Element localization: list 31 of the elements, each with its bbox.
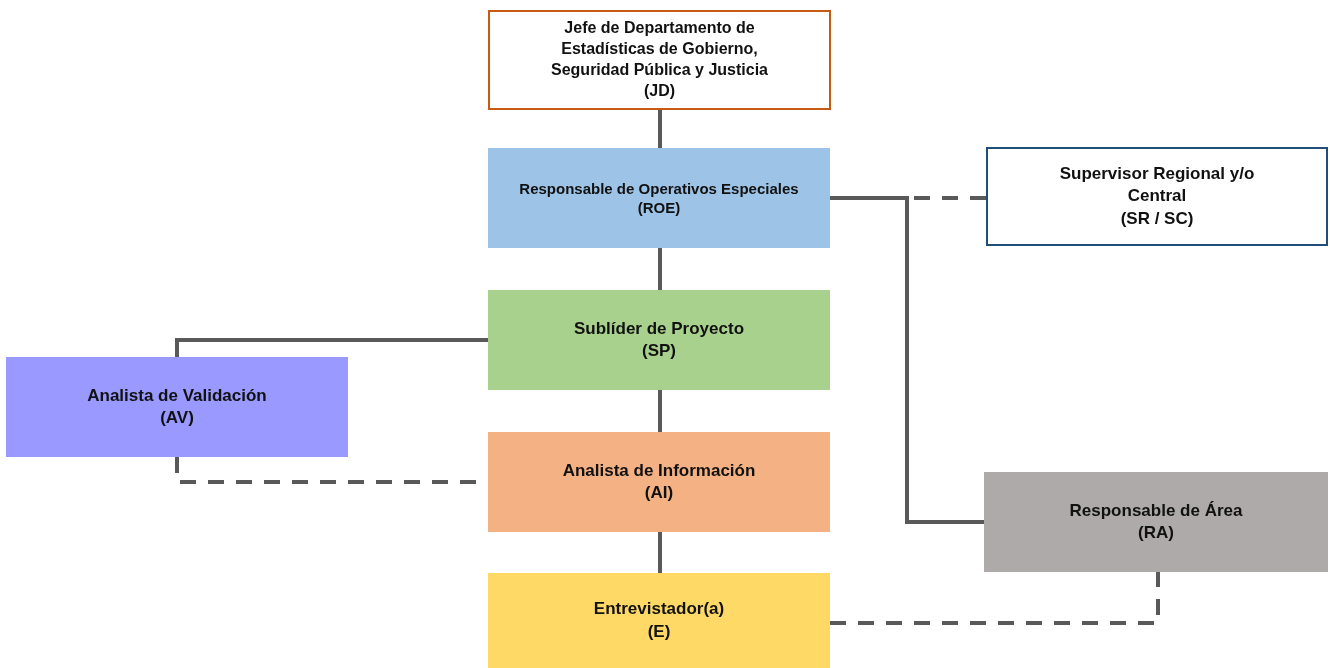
- role-abbreviation: (SR / SC): [1120, 207, 1194, 230]
- role-title: Jefe de Departamento de Estadísticas de Gobierno, Seguridad Pública y Justicia: [550, 18, 769, 80]
- role-box: [6, 357, 348, 457]
- connector-line: [658, 390, 662, 432]
- role-title: Analista de Información: [562, 459, 756, 482]
- role-title: Responsable de Operativos Especiales: [519, 178, 799, 198]
- role-box: [984, 472, 1328, 572]
- role-box: [986, 147, 1328, 246]
- role-abbreviation: (RA): [1138, 522, 1174, 544]
- role-box: [488, 148, 830, 248]
- role-box: [488, 10, 831, 110]
- connector-line: [830, 196, 984, 524]
- role-abbreviation: (AV): [160, 407, 194, 429]
- role-title: Sublíder de Proyecto: [573, 317, 744, 340]
- role-abbreviation: (AI): [644, 482, 674, 504]
- connector-line: [658, 248, 662, 290]
- role-title: Responsable de Área: [1069, 499, 1243, 522]
- connector-line: [658, 110, 662, 148]
- connector-line: [175, 338, 488, 357]
- role-title: Analista de Validación: [87, 384, 267, 407]
- connector-line: [658, 532, 662, 573]
- dashed-connector: [830, 572, 1160, 625]
- role-title: Supervisor Regional y/o Central: [1058, 163, 1256, 208]
- role-abbreviation: (ROE): [637, 198, 681, 218]
- role-box: [488, 290, 830, 390]
- role-abbreviation: (SP): [642, 340, 676, 362]
- role-box: [488, 573, 830, 668]
- role-box: [488, 432, 830, 532]
- role-abbreviation: (E): [647, 620, 671, 643]
- role-abbreviation: (JD): [643, 80, 676, 101]
- role-title: Entrevistador(a): [593, 598, 725, 621]
